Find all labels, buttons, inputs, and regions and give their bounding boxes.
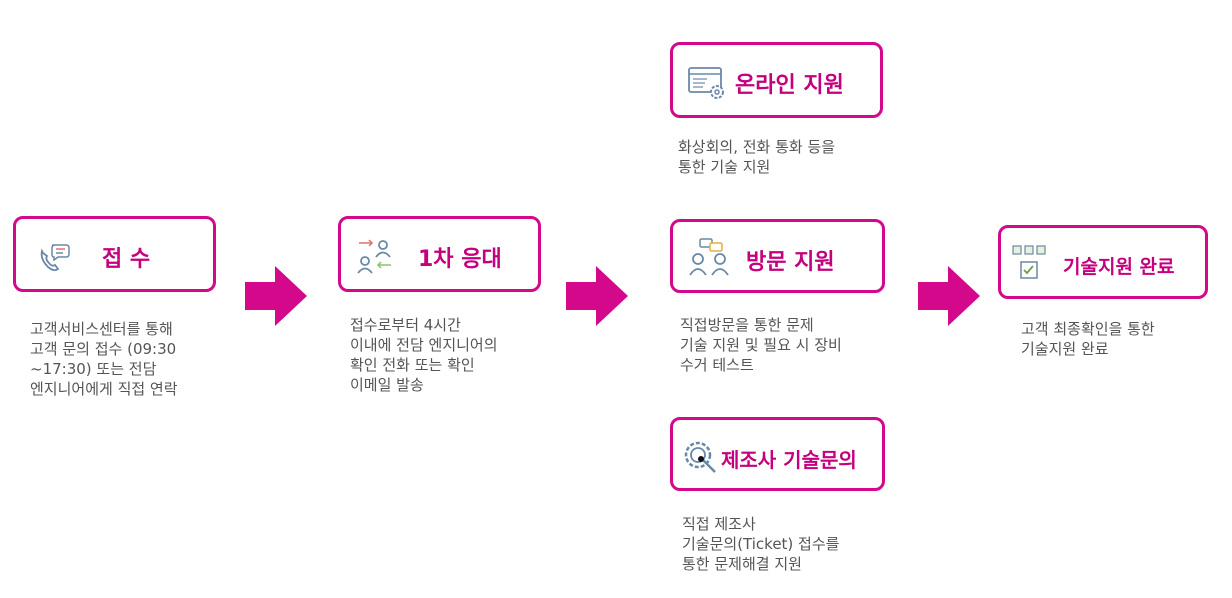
people-transfer-icon (357, 239, 391, 274)
flow-arrow-1 (245, 266, 307, 326)
step-first-response-box: 1차 응대 (338, 216, 541, 292)
step-complete-desc: 고객 최종확인을 통한 기술지원 완료 (1021, 320, 1155, 358)
step-receipt-label: 접 수 (102, 247, 151, 272)
people-talk-icon (689, 238, 729, 276)
step-complete-label: 기술지원 완료 (1063, 256, 1175, 278)
step-receipt-box: 접 수 (13, 216, 216, 292)
step-manufacturer-desc: 직접 제조사 기술문의(Ticket) 접수를 통한 문제해결 지원 (682, 515, 840, 573)
gear-tools-icon (684, 441, 716, 473)
flow-arrow-2 (566, 266, 628, 326)
step-visit-label: 방문 지원 (746, 250, 835, 275)
step-online-desc: 화상회의, 전화 통화 등을 통한 기술 지원 (678, 138, 836, 176)
step-first-response-desc: 접수로부터 4시간 이내에 전담 엔지니어의 확인 전화 또는 확인 이메일 발… (350, 316, 498, 394)
step-online-label: 온라인 지원 (735, 73, 844, 98)
step-manufacturer-label: 제조사 기술문의 (721, 448, 857, 472)
step-visit-desc: 직접방문을 통한 문제 기술 지원 및 필요 시 장비 수거 테스트 (680, 316, 842, 374)
step-complete-box: 기술지원 완료 (998, 225, 1208, 299)
checklist-icon (1012, 245, 1046, 279)
step-receipt-desc: 고객서비스센터를 통해 고객 문의 접수 (09:30 ~17:30) 또는 전… (30, 320, 178, 398)
step-first-response-label: 1차 응대 (418, 247, 502, 272)
step-manufacturer-box: 제조사 기술문의 (670, 417, 885, 491)
step-online-box: 온라인 지원 (670, 42, 883, 118)
web-settings-icon (688, 67, 724, 99)
phone-chat-icon (40, 244, 70, 272)
flow-arrow-3 (918, 266, 980, 326)
step-visit-box: 방문 지원 (670, 219, 885, 293)
